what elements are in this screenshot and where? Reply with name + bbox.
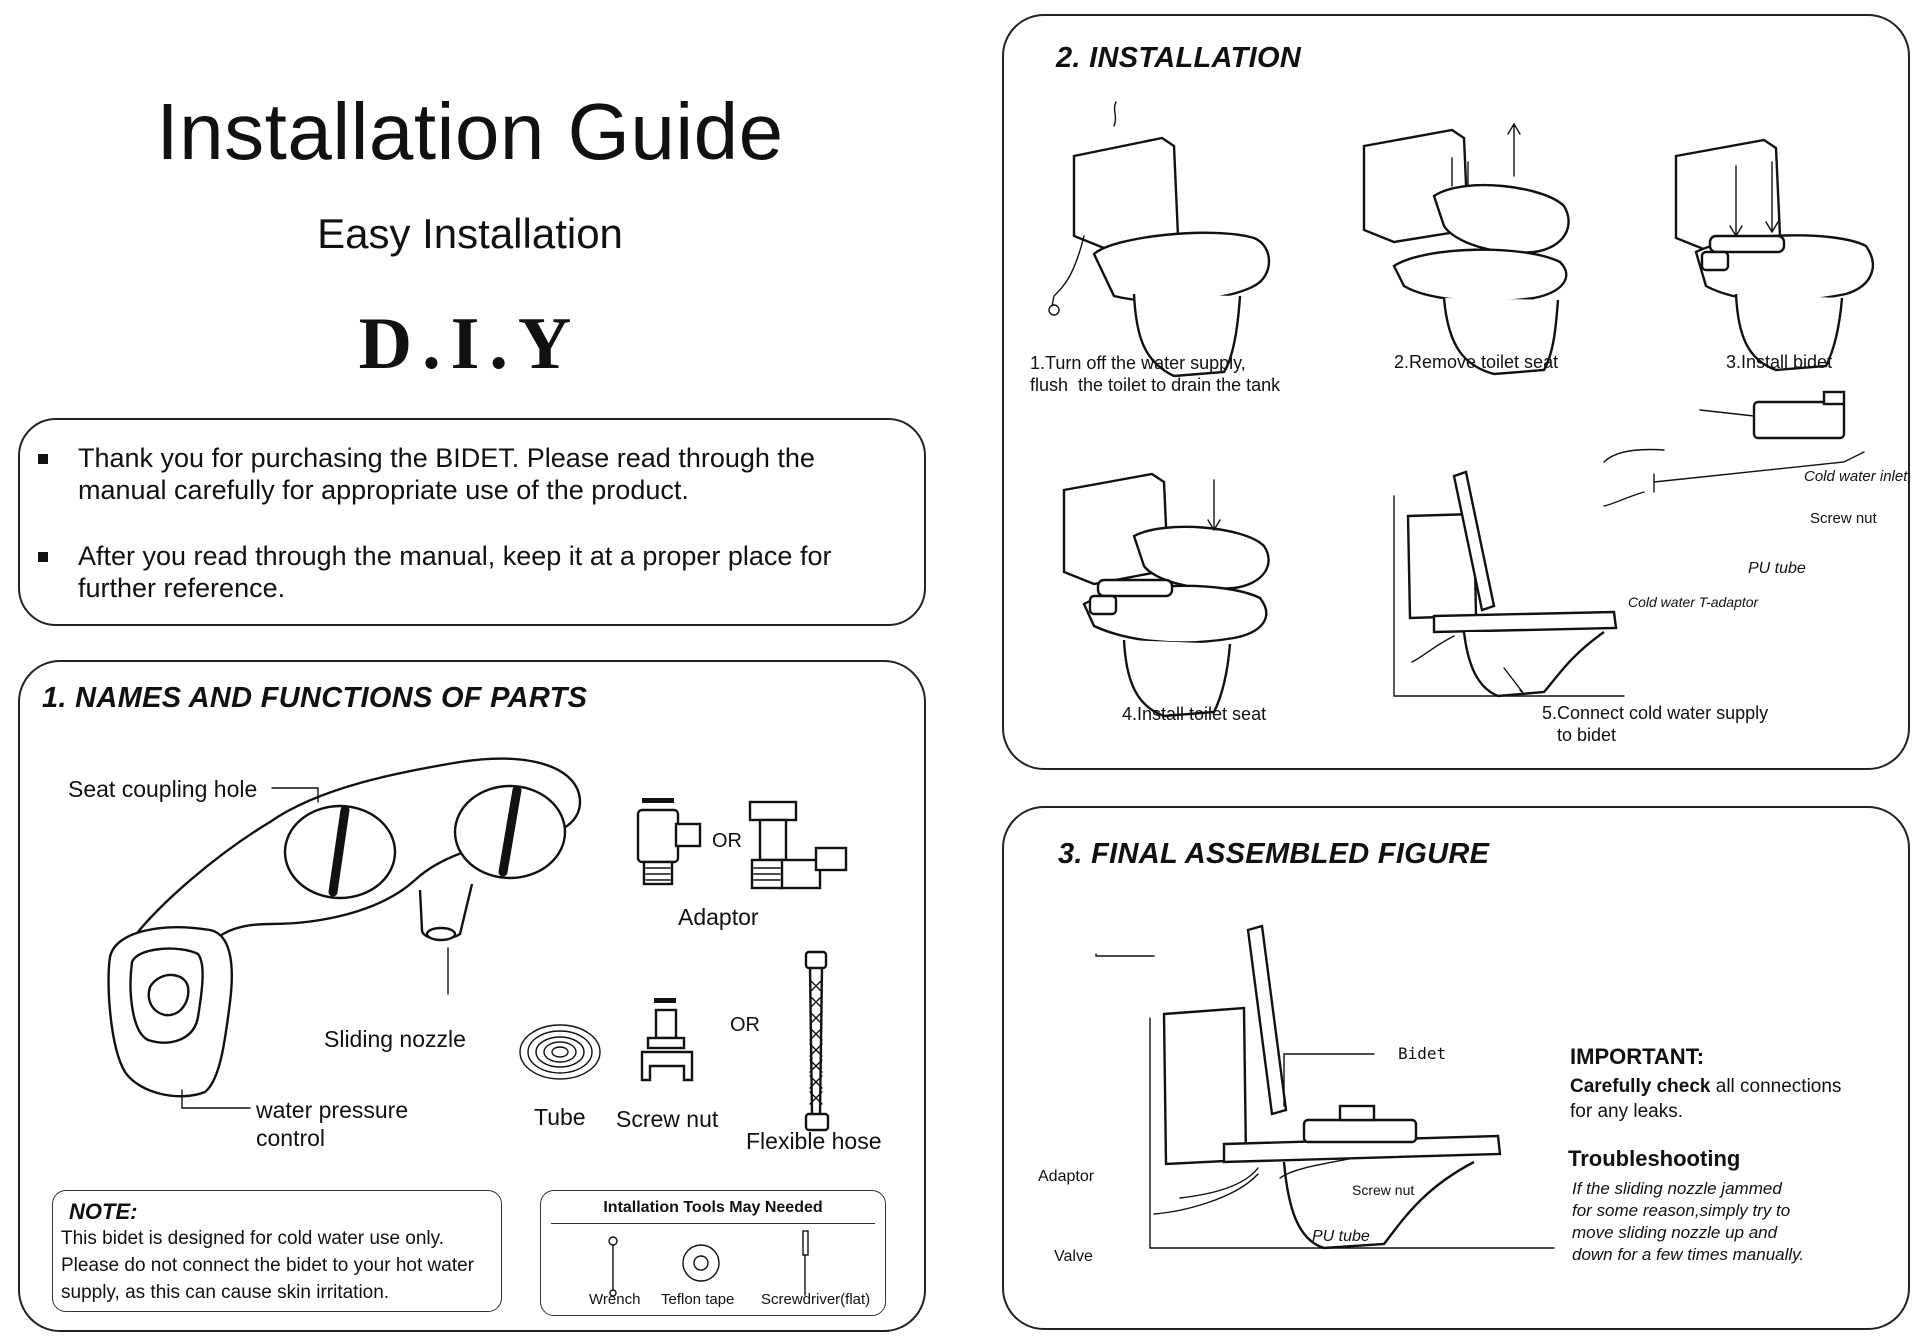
or-label: OR [712,830,742,852]
note-text: This bidet is designed for cold water us… [61,1228,474,1303]
installation-illustrations [1048,101,1875,718]
pu-tube-callout: PU tube [1748,560,1806,577]
adaptor-a-icon [636,798,702,886]
teflon-tape-icon [682,1244,720,1282]
parts-heading: 1. NAMES AND FUNCTIONS OF PARTS [42,682,588,714]
diy-label: D.I.Y [358,303,582,385]
toilet-step4-icon [1062,472,1270,718]
adaptor-callout: Adaptor [1038,1168,1095,1185]
note-box: NOTE: This bidet is designed for cold wa… [52,1190,502,1312]
final-heading: 3. FINAL ASSEMBLED FIGURE [1058,838,1490,870]
cold-water-inlet-label: Cold water inlet [1804,468,1908,485]
tools-illustration [608,1230,809,1297]
tool-label: Wrench [589,1291,641,1308]
adaptor-label: Adaptor [678,904,759,930]
pu-tube-callout: PU tube [1312,1228,1370,1245]
screw-nut-icon [640,998,694,1082]
water-pressure-control-label: water pressure control [256,1097,409,1151]
sliding-nozzle-label: Sliding nozzle [324,1026,466,1052]
toilet-step3-icon [1674,138,1875,372]
valve-callout: Valve [1054,1248,1093,1265]
bullet-icon [38,454,48,464]
parts-section: 1. NAMES AND FUNCTIONS OF PARTS [18,660,926,1332]
step-4-caption: 4.Install toilet seat [1122,704,1267,724]
step-5-caption: 5.Connect cold water supply to bidet [1542,703,1769,745]
connection-diagram-icon [1393,470,1625,698]
step-3-caption: 3.Install bidet [1726,352,1833,372]
page-subtitle: Easy Installation [317,210,623,257]
installation-section: 2. INSTALLATION [1002,14,1910,770]
tool-label: Teflon tape [661,1291,735,1308]
screw-nut-callout: Screw nut [1352,1182,1415,1198]
flexible-hose-label: Flexible hose [746,1128,882,1154]
tools-box: Intallation Tools May Needed Wrench Tefl… [540,1190,886,1316]
toilet-step1-icon [1048,101,1271,378]
step-1-caption: 1.Turn off the water supply, flush the t… [1030,353,1281,395]
tools-heading: Intallation Tools May Needed [603,1199,823,1216]
wrench-icon [608,1236,618,1297]
bullet-icon [38,552,48,562]
screw-nut-callout: Screw nut [1810,510,1877,527]
final-assembly-illustration [1095,924,1555,1250]
screwdriver-icon [802,1230,809,1296]
bidet-callout: Bidet [1398,1044,1447,1063]
important-body-text: all connections for any leaks. [1570,1076,1842,1122]
step-2-caption: 2.Remove toilet seat [1394,352,1559,372]
t-adaptor-callout: Cold water T-adaptor [1628,594,1759,610]
important-heading: IMPORTANT: [1570,1044,1705,1069]
installation-heading: 2. INSTALLATION [1056,42,1302,74]
note-heading: NOTE: [69,1199,138,1224]
divider [551,1223,875,1224]
flexible-hose-icon [804,950,830,1132]
troubleshooting-text: If the sliding nozzle jammed for some re… [1572,1179,1805,1264]
intro-bullet: After you read through the manual, keep … [38,540,898,604]
toilet-step2-icon [1362,122,1570,376]
important-bold-text: Carefully check [1570,1076,1711,1097]
intro-bullet-text: Thank you for purchasing the BIDET. Plea… [78,443,815,505]
screw-nut-label: Screw nut [616,1106,719,1132]
tube-coil-icon [519,1024,601,1080]
important-text: Carefully check all connections for any … [1570,1074,1890,1124]
inlet-detail-icon [1603,390,1865,507]
intro-box: Thank you for purchasing the BIDET. Plea… [18,418,926,626]
bidet-parts-illustration [107,757,848,1132]
tool-label: Screwdriver(flat) [761,1291,871,1308]
adaptor-b-icon [748,800,848,890]
tube-label: Tube [534,1104,586,1130]
final-section: 3. FINAL ASSEMBLED FIGURE Bidet Adaptor … [1002,806,1910,1330]
intro-bullet: Thank you for purchasing the BIDET. Plea… [38,442,898,506]
or-label: OR [730,1014,760,1036]
page-title: Installation Guide [156,87,784,176]
troubleshooting-heading: Troubleshooting [1568,1146,1741,1171]
intro-bullet-text: After you read through the manual, keep … [78,541,832,603]
seat-coupling-hole-label: Seat coupling hole [68,776,258,802]
